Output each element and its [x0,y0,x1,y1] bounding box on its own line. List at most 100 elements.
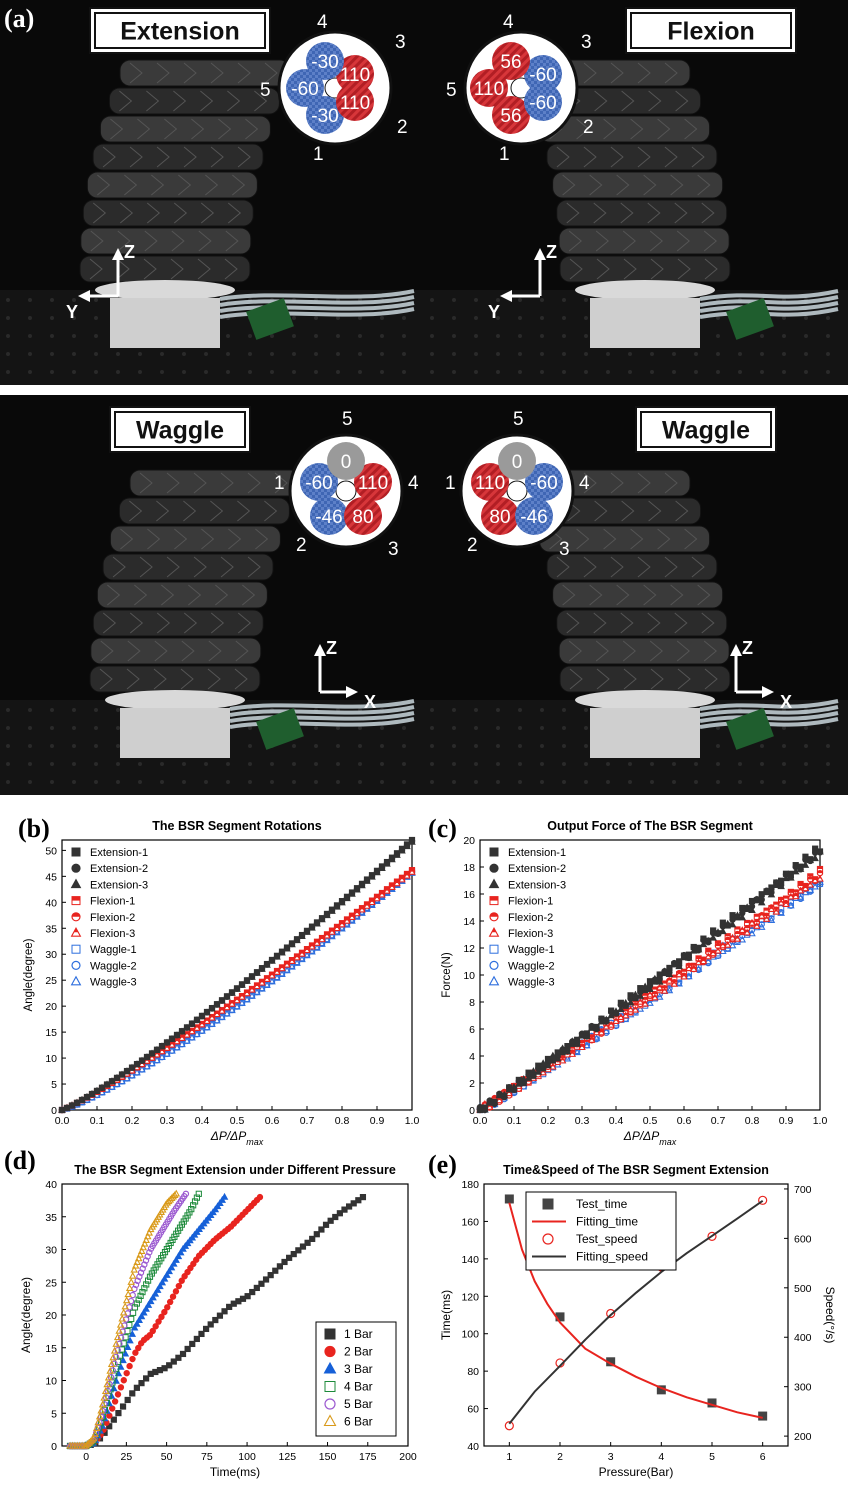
legend-entry: Extension-2 [90,863,148,875]
data-point-fill [275,969,279,972]
data-point-fill [715,943,721,947]
data-point-fill [335,925,339,928]
data-point-fill [731,934,735,938]
data-point [767,905,776,912]
data-point-fill [687,965,691,968]
data-point-fill [245,990,249,994]
chamber-5 [470,69,508,107]
data-point-fill [190,1028,194,1032]
data-point [128,1315,135,1323]
mode-label: Flexion [667,18,755,46]
data-point [104,1373,113,1381]
data-point-fill [200,1021,204,1025]
data-point-fill [255,983,259,986]
data-point [694,945,703,953]
data-point [263,960,271,968]
data-point [190,1260,197,1268]
y-tick-label: 15 [45,1343,57,1355]
data-point [188,1206,195,1213]
chamber-pressure-4: -30 [311,52,338,73]
data-point [563,1054,572,1062]
data-point-fill [813,877,817,881]
data-point-fill [642,993,648,996]
legend: Test_timeFitting_timeTest_speedFitting_s… [525,1191,677,1271]
data-point [333,928,341,936]
data-point [787,901,795,909]
data-point [163,1271,171,1278]
data-point [542,1198,554,1210]
data-point [189,1340,196,1348]
data-point [504,1421,514,1431]
data-point [258,1280,265,1287]
data-point-fill [497,1097,501,1101]
data-point-fill [671,975,677,978]
base-plate [95,280,235,300]
data-point-fill [380,891,384,895]
fit-line [508,1199,764,1425]
y2-tick-label: 600 [794,1233,812,1245]
data-point [286,1254,293,1261]
data-point [353,912,361,920]
y-tick-label: 25 [45,975,57,987]
chamber-3 [515,497,553,535]
data-point [258,978,266,986]
data-point [138,1056,146,1064]
data-point-fill [72,896,80,901]
axis-label-vertical: Z [326,638,337,658]
data-point [103,1085,111,1093]
data-point-fill [745,929,749,933]
panel-label-a: (a) [4,4,35,33]
data-point [767,890,776,898]
data-point [263,981,271,989]
data-point [758,1195,768,1205]
data-point [131,1261,140,1269]
data-point [176,1248,185,1256]
data-point [226,1303,233,1311]
data-point-fill [609,1021,613,1025]
chart-title: The BSR Segment Rotations [152,819,322,833]
data-point [655,977,664,985]
chart-d-pressure: The BSR Segment Extension under Differen… [19,1163,417,1479]
data-point [163,1038,171,1046]
data-point [133,1300,140,1307]
data-point [304,1239,311,1246]
x-tick-label: 0.1 [90,1115,105,1127]
data-point-fill [794,893,798,897]
data-point [757,898,766,906]
data-point [99,1407,106,1415]
data-point-fill [215,1011,219,1014]
data-point [183,1023,191,1031]
data-point [811,854,819,862]
data-point [248,991,256,999]
data-point-fill [783,896,789,899]
data-point [160,1274,169,1282]
legend-entry: Fitting_time [576,1215,638,1229]
data-point-fill [604,1023,608,1027]
data-point [276,1263,283,1270]
data-point [539,1068,547,1076]
data-point [94,1418,102,1426]
data-point [549,1051,557,1059]
data-point [709,933,717,941]
data-point [299,1243,307,1250]
panel-label-c: (c) [428,814,457,843]
data-point [685,972,693,980]
data-point [136,1250,145,1258]
data-point [110,1346,119,1354]
chamber-number-3: 3 [559,539,570,560]
air-tube [229,711,415,723]
data-point [767,916,776,924]
data-point [318,940,326,947]
data-point-fill [691,963,697,966]
data-point [283,966,291,974]
mode-label: Waggle [136,417,224,445]
soft-robot-segment [79,59,291,283]
chamber-pressure-2: 110 [340,93,370,114]
y-axis-label: Angle(degree) [19,1277,33,1353]
y-tick-label: 40 [45,1179,57,1191]
plot-frame [483,1183,789,1447]
data-point [651,974,659,982]
series-test_time [504,1194,768,1421]
chamber-pressure-2: -46 [315,507,342,528]
